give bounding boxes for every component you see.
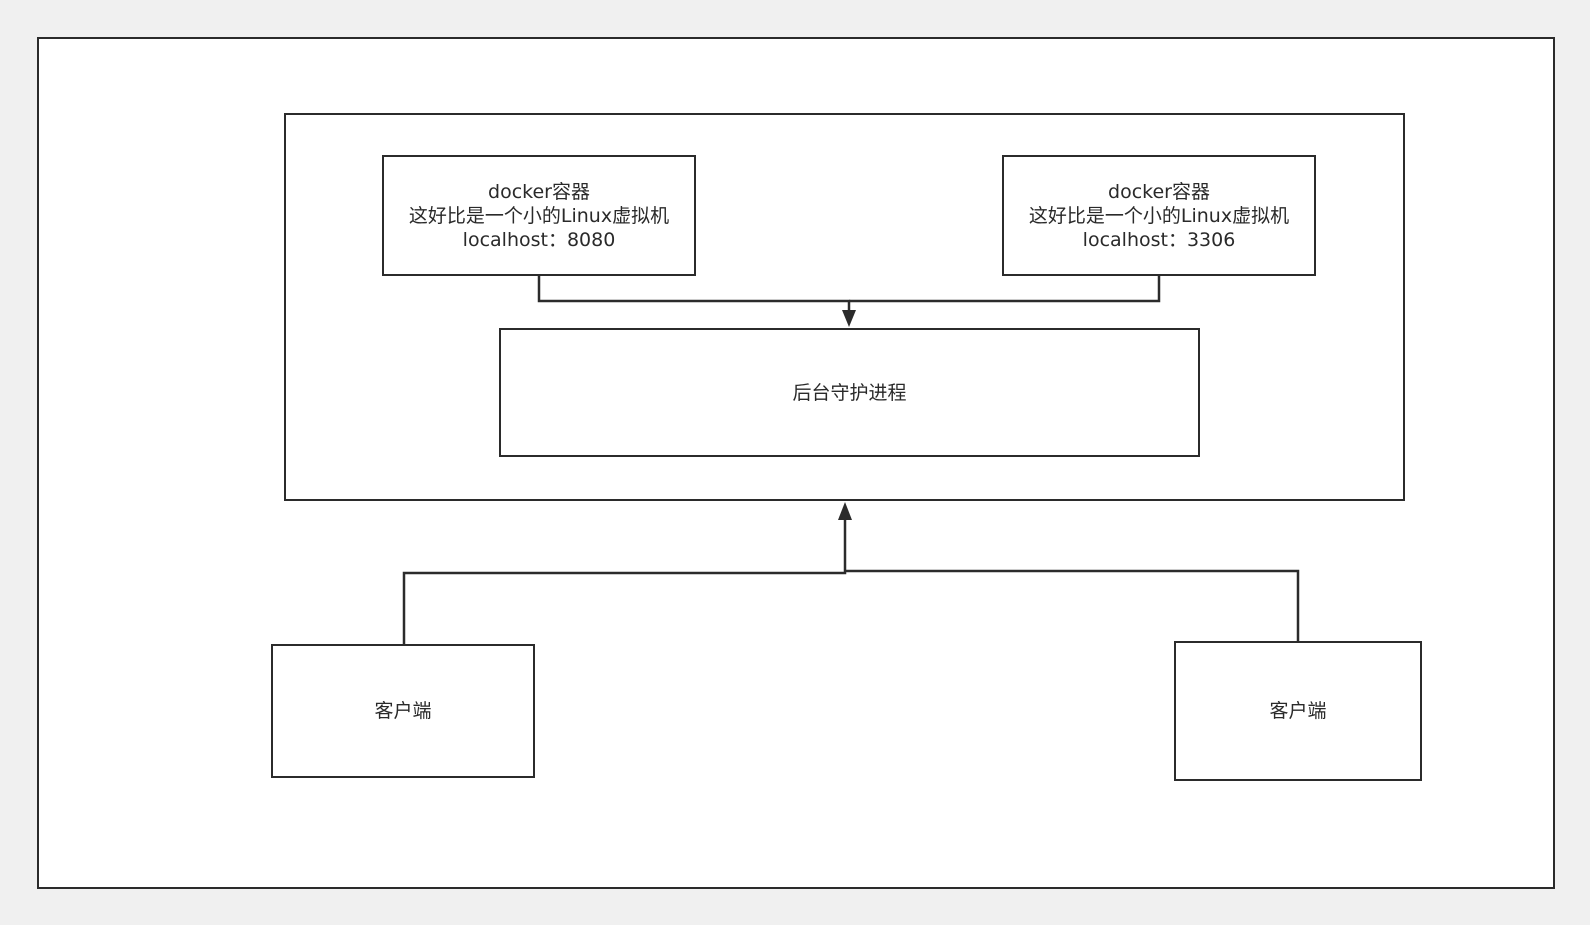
daemon-node[interactable]: 后台守护进程	[499, 328, 1200, 457]
client-label: 客户端	[1269, 700, 1327, 722]
container-description: 这好比是一个小的Linux虚拟机	[408, 204, 670, 227]
container-title: docker容器	[1108, 180, 1210, 203]
container-title: docker容器	[488, 180, 590, 203]
container-description: 这好比是一个小的Linux虚拟机	[1028, 204, 1290, 227]
daemon-label: 后台守护进程	[792, 381, 907, 404]
container-address: localhost：8080	[462, 228, 616, 251]
client-label: 客户端	[374, 700, 432, 722]
docker-container-node-2[interactable]: docker容器 这好比是一个小的Linux虚拟机 localhost：3306	[1002, 155, 1316, 276]
client-node-1[interactable]: 客户端	[271, 644, 535, 778]
docker-container-node-1[interactable]: docker容器 这好比是一个小的Linux虚拟机 localhost：8080	[382, 155, 696, 276]
container-address: localhost：3306	[1082, 228, 1236, 251]
client-node-2[interactable]: 客户端	[1174, 641, 1422, 781]
